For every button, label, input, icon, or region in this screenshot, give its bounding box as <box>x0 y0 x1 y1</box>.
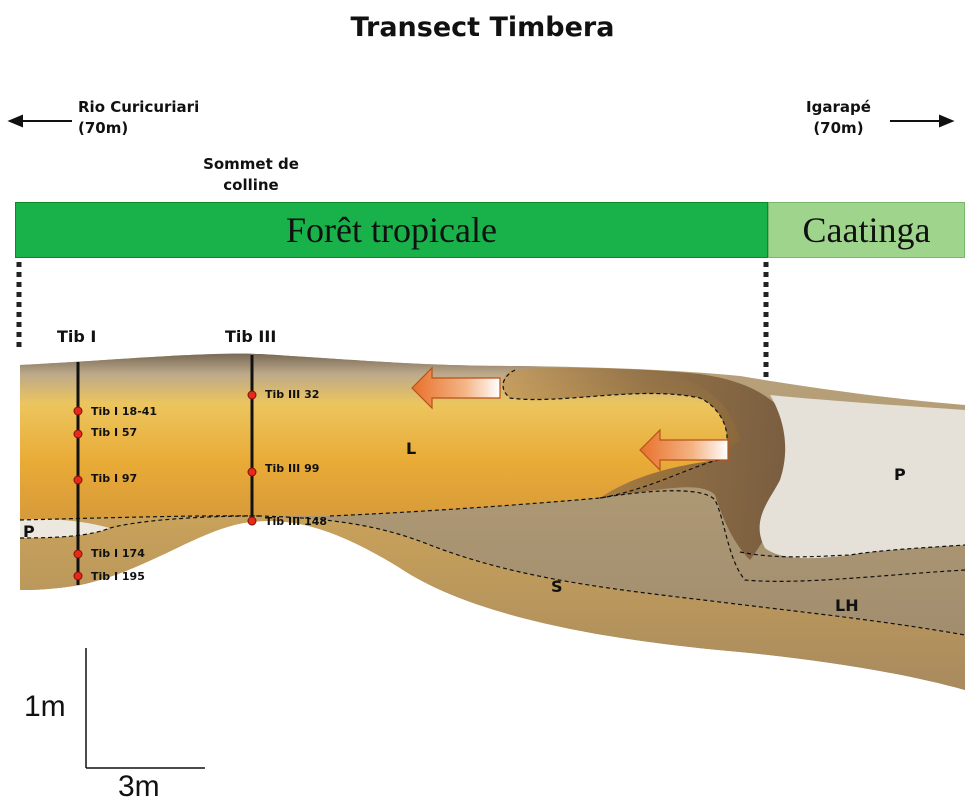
p-horizon-right <box>760 395 965 558</box>
sample-label: Tib III 32 <box>265 388 319 401</box>
sample-dot <box>74 407 82 415</box>
profile-tib-i-label: Tib I <box>57 327 96 346</box>
horizon-label-s: S <box>551 577 563 596</box>
sample-dot <box>74 476 82 484</box>
horizon-label-p-left: P <box>23 522 35 541</box>
sample-dot <box>248 468 256 476</box>
sample-dot <box>74 430 82 438</box>
sample-dot <box>248 391 256 399</box>
sample-label: Tib I 174 <box>91 547 145 560</box>
horizon-label-lh: LH <box>835 596 859 615</box>
sample-label: Tib III 148 <box>265 515 327 528</box>
horizon-label-p-right: P <box>894 465 906 484</box>
left-direction-arrow <box>10 116 72 126</box>
sample-dot <box>74 572 82 580</box>
sample-label: Tib I 57 <box>91 426 137 439</box>
sample-dot <box>248 517 256 525</box>
sample-label: Tib I 18-41 <box>91 405 157 418</box>
scale-bar <box>86 648 205 768</box>
right-direction-arrow <box>890 116 952 126</box>
profile-tib-iii-label: Tib III <box>225 327 276 346</box>
sample-label: Tib I 97 <box>91 472 137 485</box>
scale-vertical-label: 1m <box>24 690 66 724</box>
scale-horizontal-label: 3m <box>118 770 160 804</box>
horizon-label-l: L <box>406 439 416 458</box>
sample-label: Tib I 195 <box>91 570 145 583</box>
sample-dot <box>74 550 82 558</box>
sample-label: Tib III 99 <box>265 462 319 475</box>
